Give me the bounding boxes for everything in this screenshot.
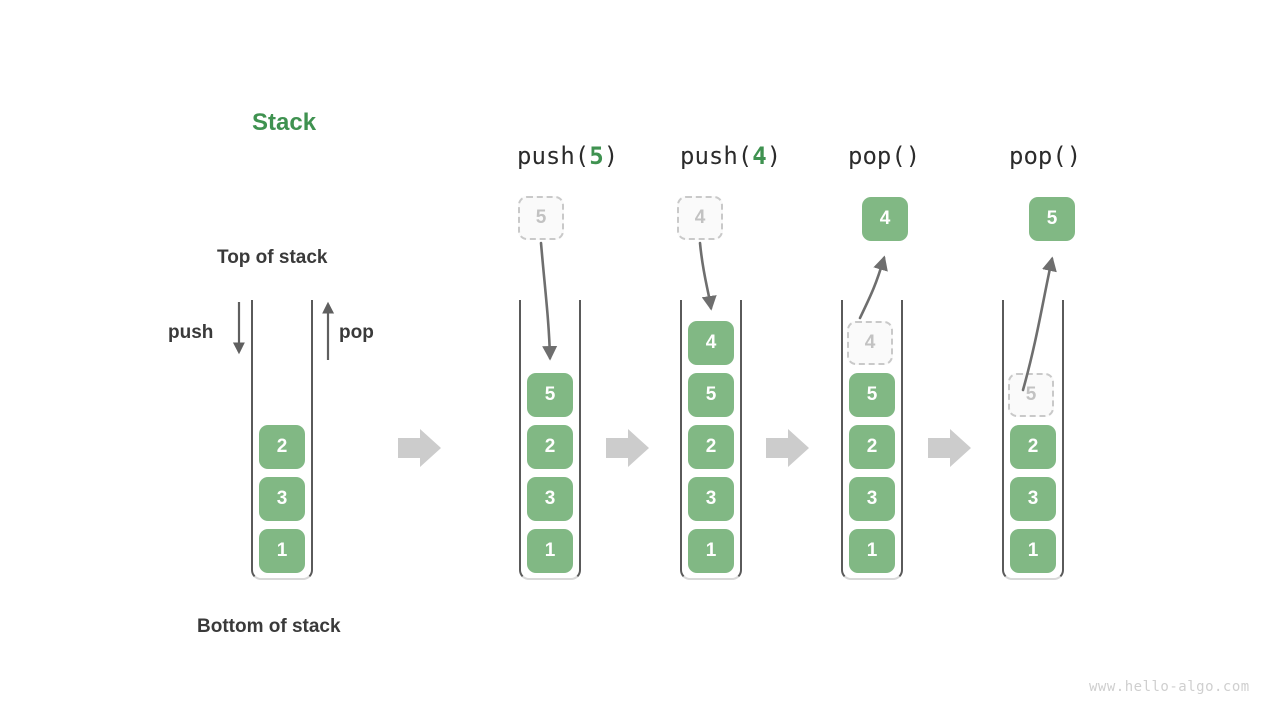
popped-node: 5 bbox=[1029, 197, 1075, 241]
stack-container-initial bbox=[251, 300, 313, 580]
stack-node: 1 bbox=[1010, 529, 1056, 573]
removed-ghost-node: 4 bbox=[847, 321, 893, 365]
op-close: ) bbox=[1066, 142, 1082, 170]
top-of-stack-label: Top of stack bbox=[217, 247, 328, 268]
watermark: www.hello-algo.com bbox=[1089, 679, 1250, 695]
flow-arrow-1 bbox=[398, 429, 441, 467]
stack-node: 2 bbox=[527, 425, 573, 469]
pop-label: pop bbox=[339, 322, 374, 343]
stack-node: 3 bbox=[688, 477, 734, 521]
op-name: pop( bbox=[848, 142, 906, 170]
stack-node: 2 bbox=[849, 425, 895, 469]
stack-node: 5 bbox=[688, 373, 734, 417]
operation-label-push-5: push(5) bbox=[517, 142, 618, 170]
op-close: ) bbox=[603, 142, 619, 170]
stack-node: 3 bbox=[259, 477, 305, 521]
op-name: pop( bbox=[1009, 142, 1067, 170]
stack-node: 1 bbox=[259, 529, 305, 573]
bottom-of-stack-label: Bottom of stack bbox=[197, 616, 341, 637]
stack-node: 1 bbox=[849, 529, 895, 573]
stack-node: 1 bbox=[527, 529, 573, 573]
incoming-ghost-node: 5 bbox=[518, 196, 564, 240]
stack-container-push-4 bbox=[680, 300, 742, 580]
stack-container-pop-5 bbox=[1002, 300, 1064, 580]
push-4-motion-arrow bbox=[698, 241, 717, 311]
stack-node: 5 bbox=[849, 373, 895, 417]
flow-arrow-4 bbox=[928, 429, 971, 467]
op-argument: 4 bbox=[752, 142, 767, 170]
stack-node: 3 bbox=[527, 477, 573, 521]
stack-node: 1 bbox=[688, 529, 734, 573]
removed-ghost-node: 5 bbox=[1008, 373, 1054, 417]
stack-container-push-5 bbox=[519, 300, 581, 580]
op-name: push( bbox=[680, 142, 753, 170]
flow-arrow-3 bbox=[766, 429, 809, 467]
diagram-title: Stack bbox=[252, 109, 317, 136]
operation-label-pop-4: pop() bbox=[848, 142, 920, 170]
stack-node: 2 bbox=[259, 425, 305, 469]
op-close: ) bbox=[766, 142, 782, 170]
stack-node: 2 bbox=[688, 425, 734, 469]
stack-node: 4 bbox=[688, 321, 734, 365]
stack-node: 3 bbox=[1010, 477, 1056, 521]
push-label: push bbox=[168, 322, 214, 343]
op-name: push( bbox=[517, 142, 590, 170]
flow-arrow-2 bbox=[606, 429, 649, 467]
stack-node: 5 bbox=[527, 373, 573, 417]
stack-node: 3 bbox=[849, 477, 895, 521]
op-argument: 5 bbox=[589, 142, 604, 170]
operation-label-pop-5: pop() bbox=[1009, 142, 1081, 170]
op-close: ) bbox=[905, 142, 921, 170]
operation-label-push-4: push(4) bbox=[680, 142, 781, 170]
stack-container-pop-4 bbox=[841, 300, 903, 580]
popped-node: 4 bbox=[862, 197, 908, 241]
incoming-ghost-node: 4 bbox=[677, 196, 723, 240]
stack-node: 2 bbox=[1010, 425, 1056, 469]
